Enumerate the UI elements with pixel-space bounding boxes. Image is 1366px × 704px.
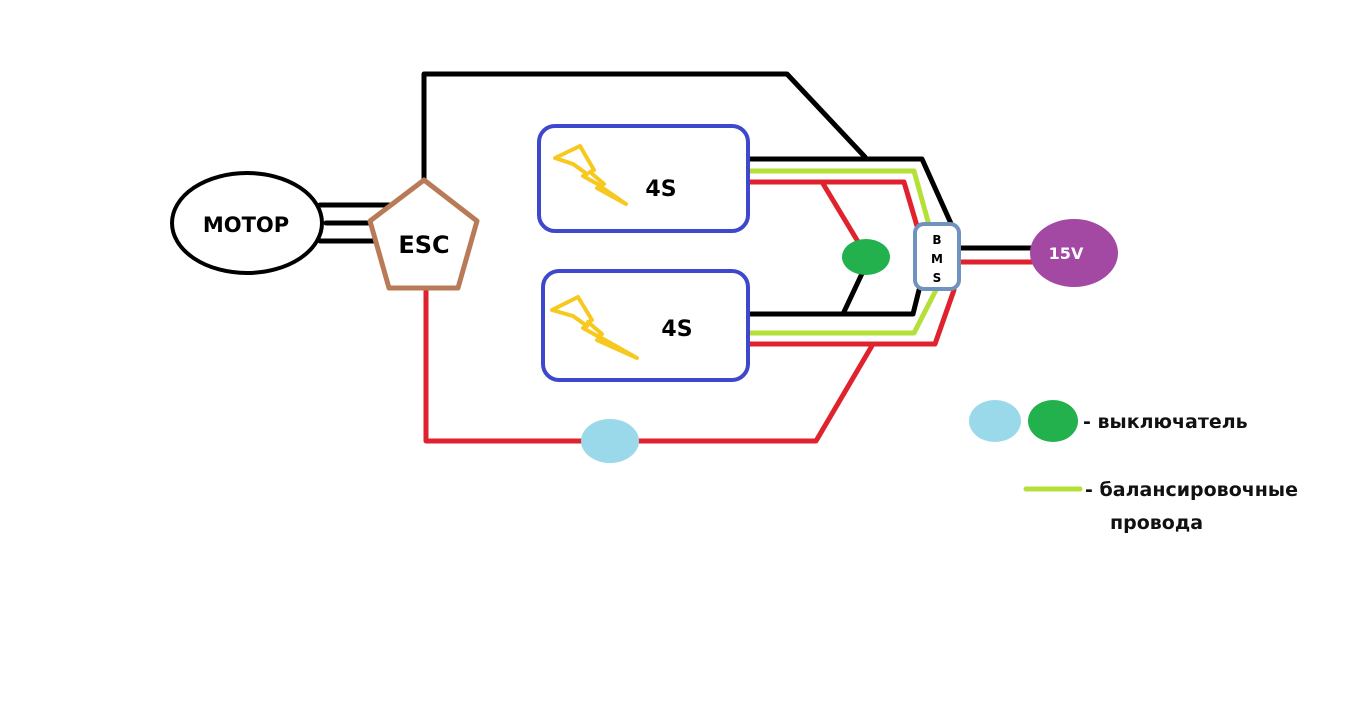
esc-label: ESC — [398, 231, 449, 259]
battery-bottom-label: 4S — [661, 317, 692, 342]
series-positive-wire — [819, 179, 866, 253]
bms-node: B M S — [913, 222, 961, 291]
output-shape — [1030, 219, 1118, 287]
motor-node: MOTOP — [170, 171, 324, 275]
top-battery-balance-wire — [746, 168, 932, 228]
bottom-battery-positive-wire — [746, 287, 957, 347]
top-battery-positive-wire — [746, 179, 920, 229]
lightning-icon — [553, 144, 628, 206]
esc-shape — [367, 177, 480, 291]
top-battery-negative-wire — [746, 156, 956, 231]
bottom-battery-negative-wire — [746, 287, 922, 317]
output-node: 15V — [1030, 219, 1118, 287]
output-label: 15V — [1049, 244, 1084, 263]
esc-node: ESC — [367, 177, 480, 291]
battery-top-label: 4S — [645, 177, 676, 202]
battery-bottom-shape — [541, 269, 750, 382]
main-switch — [581, 419, 639, 463]
battery-top-node: 4S — [537, 124, 750, 233]
esc-negative-wire — [421, 71, 868, 183]
series-switch — [842, 239, 890, 275]
legend-balance-label-2: провода — [1110, 512, 1203, 534]
battery-bottom-node: 4S — [541, 269, 750, 382]
bms-label-b: B — [932, 233, 941, 247]
bms-shape — [913, 222, 961, 291]
legend-switch-label: - выключатель — [1083, 411, 1248, 433]
legend-switch-green — [1028, 400, 1078, 442]
battery-top-shape — [537, 124, 750, 233]
motor-shape — [170, 171, 324, 275]
legend-switch-light-blue — [969, 400, 1021, 442]
motor-label: MOTOP — [203, 213, 289, 237]
bms-label-s: S — [933, 271, 942, 285]
legend-balance-label-1: - балансировочные — [1085, 479, 1298, 501]
bottom-battery-balance-wire — [746, 287, 939, 336]
bms-label-m: M — [931, 252, 943, 266]
lightning-icon — [550, 295, 639, 360]
legend: - выключатель - балансировочные провода — [969, 400, 1298, 534]
